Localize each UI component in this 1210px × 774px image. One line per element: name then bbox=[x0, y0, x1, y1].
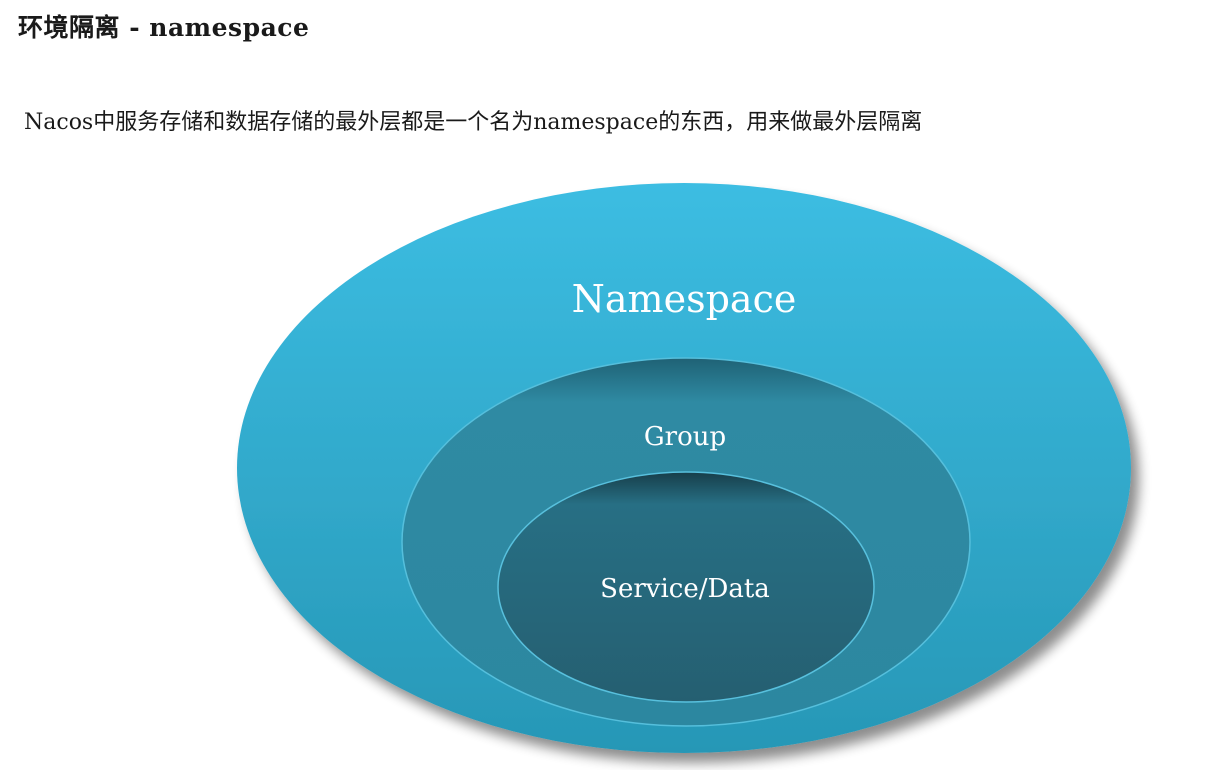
service-data-label: Service/Data bbox=[600, 574, 770, 604]
description-text: Nacos中服务存储和数据存储的最外层都是一个名为namespace的东西，用来… bbox=[24, 110, 923, 135]
nested-layers-diagram: Namespace Group Service/Data bbox=[0, 160, 1210, 770]
service-data-layer bbox=[497, 471, 875, 703]
page-title: 环境隔离 - namespace bbox=[18, 13, 310, 42]
group-label: Group bbox=[644, 422, 726, 452]
namespace-label: Namespace bbox=[572, 277, 797, 321]
